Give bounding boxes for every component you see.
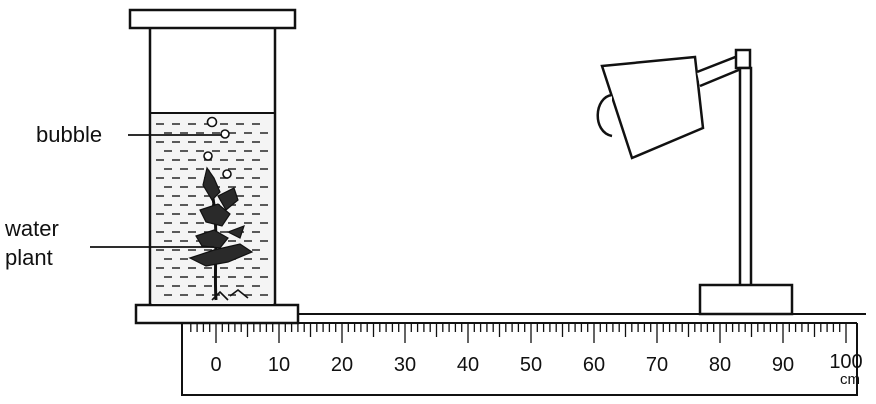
- ruler-ticks: [190, 323, 847, 343]
- desk-lamp: [596, 48, 794, 316]
- lamp-neck: [696, 54, 743, 88]
- label-water-plant-line1: water: [4, 216, 59, 241]
- ruler-label: 90: [772, 354, 794, 376]
- bubbles: [203, 116, 232, 179]
- ruler-label: 30: [394, 354, 416, 376]
- ruler-label: 80: [709, 354, 731, 376]
- plant-leaf-small: [226, 224, 245, 239]
- cylinder-base: [134, 303, 300, 325]
- label-bubble: bubble: [36, 122, 102, 147]
- plant-roots: [211, 288, 249, 301]
- label-water-plant-line2: plant: [5, 245, 53, 270]
- ruler: [181, 322, 858, 396]
- bubble-3: [203, 151, 213, 161]
- water-plant: [188, 166, 254, 301]
- ruler-label: 70: [646, 354, 668, 376]
- ruler-label: 100: [829, 351, 862, 373]
- ruler-label: 10: [268, 354, 290, 376]
- ruler-label: 60: [583, 354, 605, 376]
- plant-leaf-top: [202, 166, 221, 201]
- ruler-outline: [181, 323, 858, 396]
- lamp-post: [738, 66, 753, 288]
- cylinder-top-cap: [128, 8, 297, 30]
- lamp-bulb: [596, 93, 613, 138]
- bubble-1: [206, 116, 218, 128]
- bubble-2: [220, 129, 230, 139]
- ruler-unit: cm: [840, 371, 860, 388]
- ruler-label: 40: [457, 354, 479, 376]
- plant-leaf-bottom: [188, 243, 254, 267]
- plant-leaf-lower: [195, 229, 229, 249]
- lamp-shade: [600, 55, 705, 160]
- plant-leaf-mid-left: [199, 203, 231, 227]
- lamp-base: [698, 283, 794, 316]
- ruler-label: 50: [520, 354, 542, 376]
- ruler-label: 20: [331, 354, 353, 376]
- lamp-post-cap: [734, 48, 752, 70]
- plant-leaf-mid-right: [217, 187, 239, 211]
- ruler-labels: 0 10 20 30 40 50 60 70 80 90 100: [210, 351, 862, 376]
- bubble-4: [222, 169, 232, 179]
- ruler-label: 0: [210, 354, 221, 376]
